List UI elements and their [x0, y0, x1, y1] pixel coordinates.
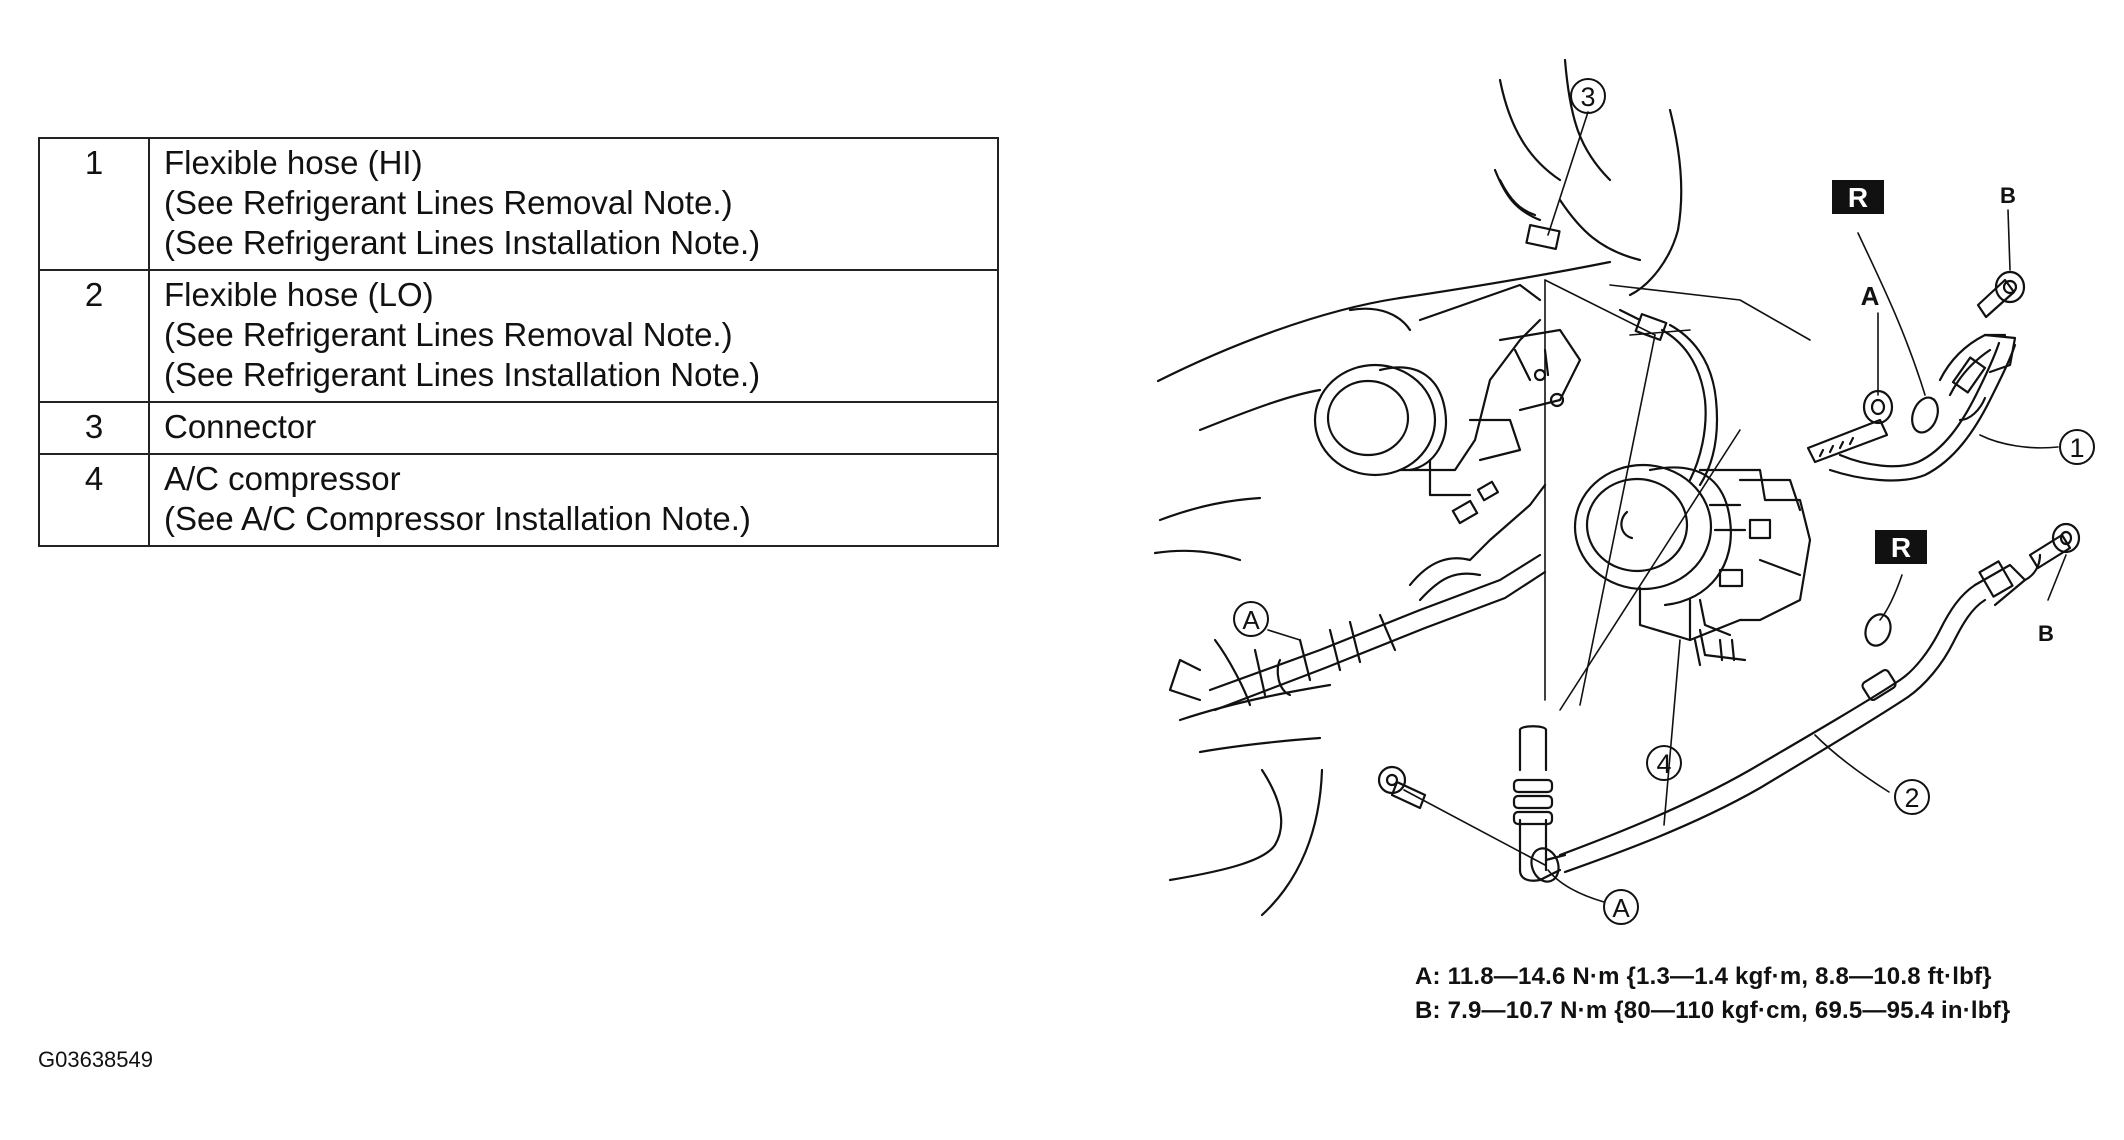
part-number: 4	[38, 453, 150, 547]
mounted-compressor-drawing	[1313, 318, 1582, 497]
part-number: 1	[38, 137, 150, 271]
description-line: (See Refrigerant Lines Removal Note.)	[164, 184, 733, 221]
description-line: Flexible hose (LO)	[164, 276, 434, 313]
callout-circles	[1233, 78, 2095, 925]
replace-marker-r1: R	[1848, 182, 1868, 213]
replace-marker-boxes	[1832, 180, 1927, 564]
description-line: (See Refrigerant Lines Installation Note…	[164, 356, 761, 393]
description-line: Flexible hose (HI)	[164, 144, 423, 181]
callout-4: 4	[1656, 749, 1671, 779]
part-number: 2	[38, 269, 150, 403]
table-row: 3 Connector	[38, 401, 999, 455]
part-number: 3	[38, 401, 150, 455]
table-row: 2 Flexible hose (LO) (See Refrigerant Li…	[38, 269, 999, 403]
part-description: Flexible hose (HI) (See Refrigerant Line…	[148, 137, 999, 271]
torque-spec-b: B: 7.9—10.7 N·m {80—110 kgf·cm, 69.5—95.…	[1415, 997, 2011, 1024]
ac-compressor-drawing	[1573, 463, 1812, 667]
torque-spec-a: A: 11.8—14.6 N·m {1.3—1.4 kgf·m, 8.8—10.…	[1415, 963, 1992, 990]
part-description: A/C compressor (See A/C Compressor Insta…	[148, 453, 999, 547]
callout-2: 2	[1904, 783, 1919, 813]
description-line: (See Refrigerant Lines Removal Note.)	[164, 316, 733, 353]
replace-marker-r1-box	[1832, 180, 1884, 214]
callout-b-right: B	[2038, 621, 2054, 646]
callout-leaders	[1267, 111, 2067, 903]
callout-a-top: A	[1861, 281, 1880, 311]
replace-marker-r2: R	[1891, 532, 1911, 563]
callout-a-bottom: A	[1612, 893, 1630, 923]
replace-marker-r2-box	[1875, 530, 1927, 564]
callout-b-top: B	[2000, 183, 2016, 208]
callout-a-left: A	[1242, 605, 1260, 635]
description-line: A/C compressor	[164, 460, 401, 497]
engine-outline	[1153, 58, 1683, 917]
description-line: (See A/C Compressor Installation Note.)	[164, 500, 751, 537]
description-line: (See Refrigerant Lines Installation Note…	[164, 224, 761, 261]
hose-assembly-left	[1168, 480, 1547, 712]
flexible-hose-lo-drawing	[1377, 522, 2081, 883]
table-row: 4 A/C compressor (See A/C Compressor Ins…	[38, 453, 999, 547]
flexible-hose-hi-drawing	[1806, 270, 2026, 482]
part-description: Flexible hose (LO) (See Refrigerant Line…	[148, 269, 999, 403]
callout-1: 1	[2069, 433, 2084, 463]
callout-3: 3	[1580, 82, 1595, 112]
connector-harness	[1493, 168, 1719, 487]
figure-id: G03638549	[38, 1047, 153, 1072]
part-description: Connector	[148, 401, 999, 455]
table-row: 1 Flexible hose (HI) (See Refrigerant Li…	[38, 137, 999, 271]
parts-legend-table: 1 Flexible hose (HI) (See Refrigerant Li…	[38, 137, 999, 547]
description-line: Connector	[164, 408, 317, 445]
